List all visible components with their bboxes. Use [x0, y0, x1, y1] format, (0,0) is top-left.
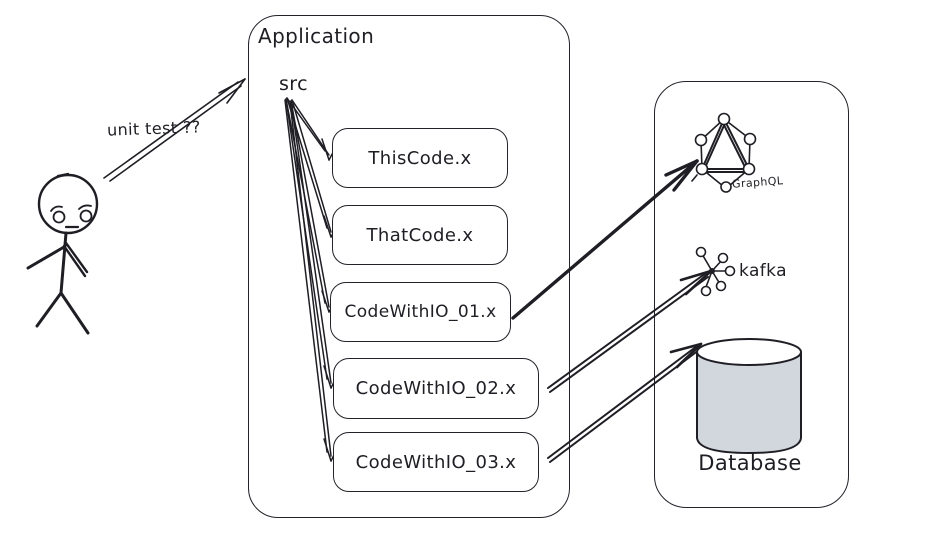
arrow-to-database [547, 342, 703, 463]
application-container [248, 15, 570, 518]
module-label: CodeWithIO_02.x [355, 378, 517, 399]
services-container [654, 81, 849, 508]
module-label: CodeWithIO_01.x [344, 302, 497, 322]
unit-test-question-label: unit test ?? [106, 117, 201, 140]
arrow-to-graphql [511, 159, 699, 320]
module-codewithio-02: CodeWithIO_02.x [333, 358, 539, 419]
module-label: CodeWithIO_03.x [355, 451, 517, 473]
src-label: src [279, 73, 308, 95]
graphql-icon [691, 112, 757, 193]
src-fan-arrows [284, 97, 341, 462]
module-label: ThisCode.x [368, 147, 472, 169]
application-title: Application [258, 24, 375, 48]
module-codewithio-01: CodeWithIO_01.x [330, 282, 511, 342]
module-label: ThatCode.x [366, 224, 474, 246]
actor-arrow [103, 78, 246, 182]
stick-figure [26, 172, 99, 335]
database-icon [696, 338, 802, 454]
kafka-label: kafka [739, 261, 787, 281]
module-thiscode: ThisCode.x [332, 128, 508, 188]
arrow-to-kafka [547, 269, 713, 393]
module-thatcode: ThatCode.x [332, 205, 508, 265]
kafka-icon [695, 246, 736, 297]
database-label: Database [698, 451, 802, 475]
module-codewithio-03: CodeWithIO_03.x [333, 432, 539, 492]
